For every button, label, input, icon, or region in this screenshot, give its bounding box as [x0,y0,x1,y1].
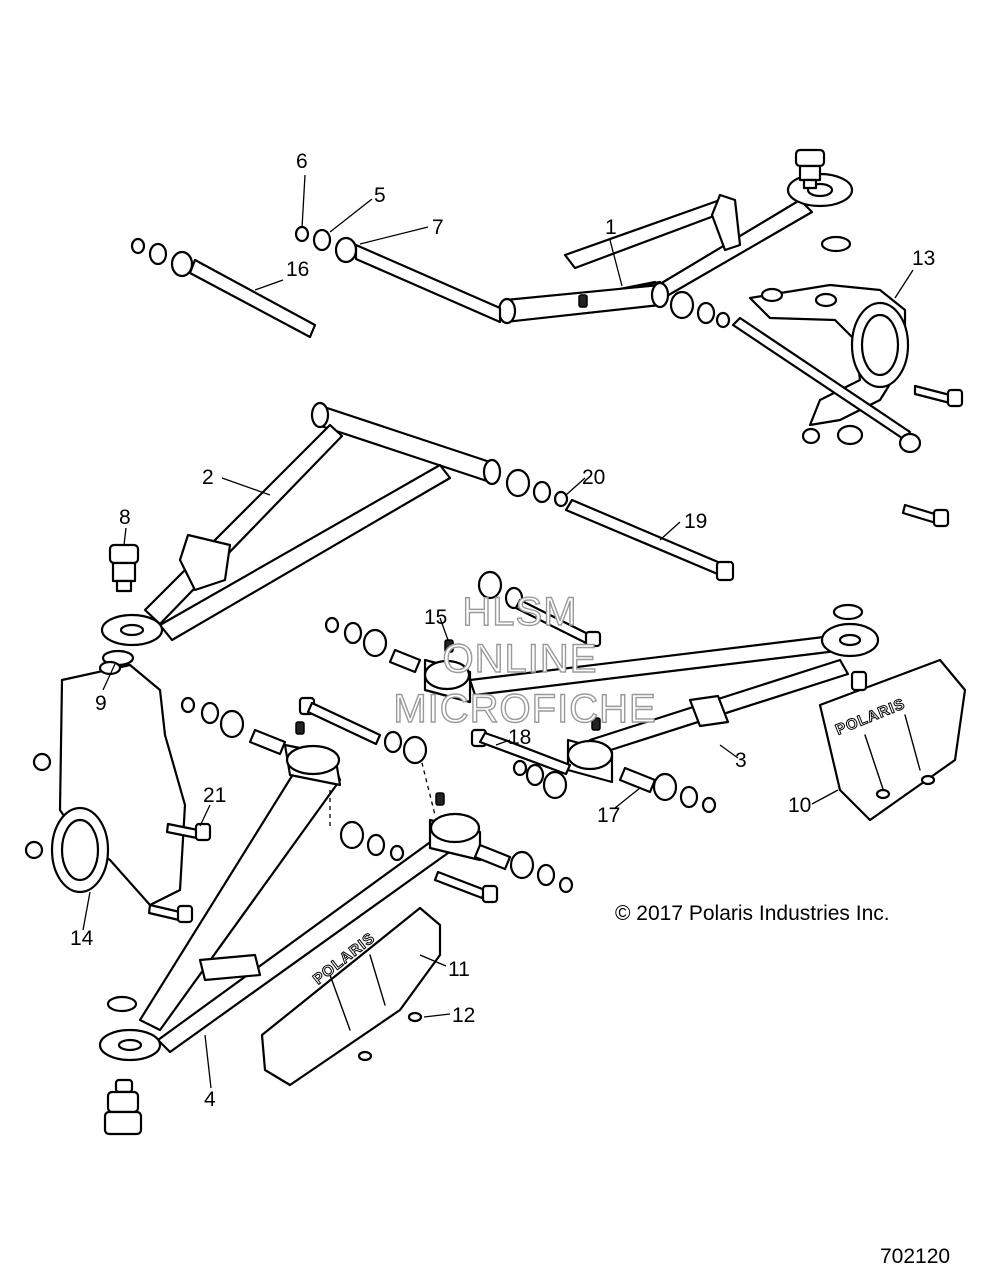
callout-4: 4 [204,1088,216,1111]
callout-11: 11 [448,958,470,981]
a-arm-upper-left [100,401,502,647]
bolt-knuckle-left-lower [147,903,194,924]
callout-20: 20 [582,466,605,489]
grease-fitting-upper [578,294,588,308]
grease-fitting-18 [591,717,601,731]
diagram-number: 702120 [880,1245,950,1268]
callout-labels: 6 5 7 1 16 13 2 20 19 8 9 15 3 17 18 10 … [70,150,935,1111]
guard-screws-lower [357,1011,423,1062]
callout-3: 3 [735,749,747,772]
bushings-15 [324,616,422,674]
watermark-line1: HLSM [462,590,577,634]
knuckle-left-nuts [24,752,52,860]
callout-5: 5 [374,184,386,207]
a-arm-guard-right: POLARIS [818,658,967,822]
callout-2: 2 [202,466,214,489]
callout-8: 8 [119,506,131,529]
bushings-arm-4-top [180,696,287,756]
ball-joint-upper [794,148,826,190]
watermark-line2: ONLINE [443,637,598,681]
bolt-knuckle-top [731,316,922,454]
pivot-tube-upper [294,225,502,324]
copyright-notice: © 2017 Polaris Industries Inc. [615,902,890,925]
callout-9: 9 [95,692,107,715]
retaining-ring-lower [106,995,138,1013]
callout-18: 18 [508,726,531,749]
knuckle-nut [801,427,821,445]
bushings-arm-4-mid [339,820,405,862]
ball-joint-lower [103,1078,143,1136]
bolt-arm-4-top [298,696,428,765]
grease-fitting-15 [444,639,454,653]
callout-1: 1 [605,216,617,239]
knuckle-bolt-b [901,503,950,528]
dashed-lines-arm-4 [329,754,436,830]
retaining-ring-right [832,603,864,621]
grease-fitting-arm-4 [295,721,445,806]
callout-6: 6 [296,150,308,173]
callout-14: 14 [70,927,94,950]
leader-lines [82,174,914,1089]
bolt-15-area [477,570,602,648]
callout-7: 7 [432,216,444,239]
knuckle-left [50,660,187,907]
callout-15: 15 [424,606,447,629]
a-arm-guard-lower: POLARIS [260,906,442,1087]
callout-12: 12 [452,1004,475,1027]
callout-19: 19 [684,510,707,533]
callout-21: 21 [203,784,226,807]
bushings-upper-right [669,290,731,329]
watermark: HLSM ONLINE MICROFICHE [393,589,657,731]
bushings-arm-4-right [473,843,574,894]
bolt-21 [165,822,212,842]
bushings-17 [618,766,717,814]
bushings-20 [505,468,569,508]
knuckle-right [748,283,910,446]
watermark-line3: MICROFICHE [393,687,656,731]
a-arm-lower-left [98,743,482,1062]
bolt-arm-4-lower [433,870,499,904]
pivot-tube-upper-left [130,237,317,339]
callout-13: 13 [912,247,935,270]
bolt-19 [564,498,735,582]
knuckle-bolt-a [913,384,964,408]
ball-joint-left [108,543,140,593]
retaining-ring-upper [820,235,852,253]
callout-16: 16 [286,258,309,281]
guard-ball-joint-right [850,670,868,692]
guard-screws-right [875,774,936,800]
a-arm-lower-right [423,622,880,784]
callout-10: 10 [788,794,811,817]
callout-17: 17 [597,804,620,827]
